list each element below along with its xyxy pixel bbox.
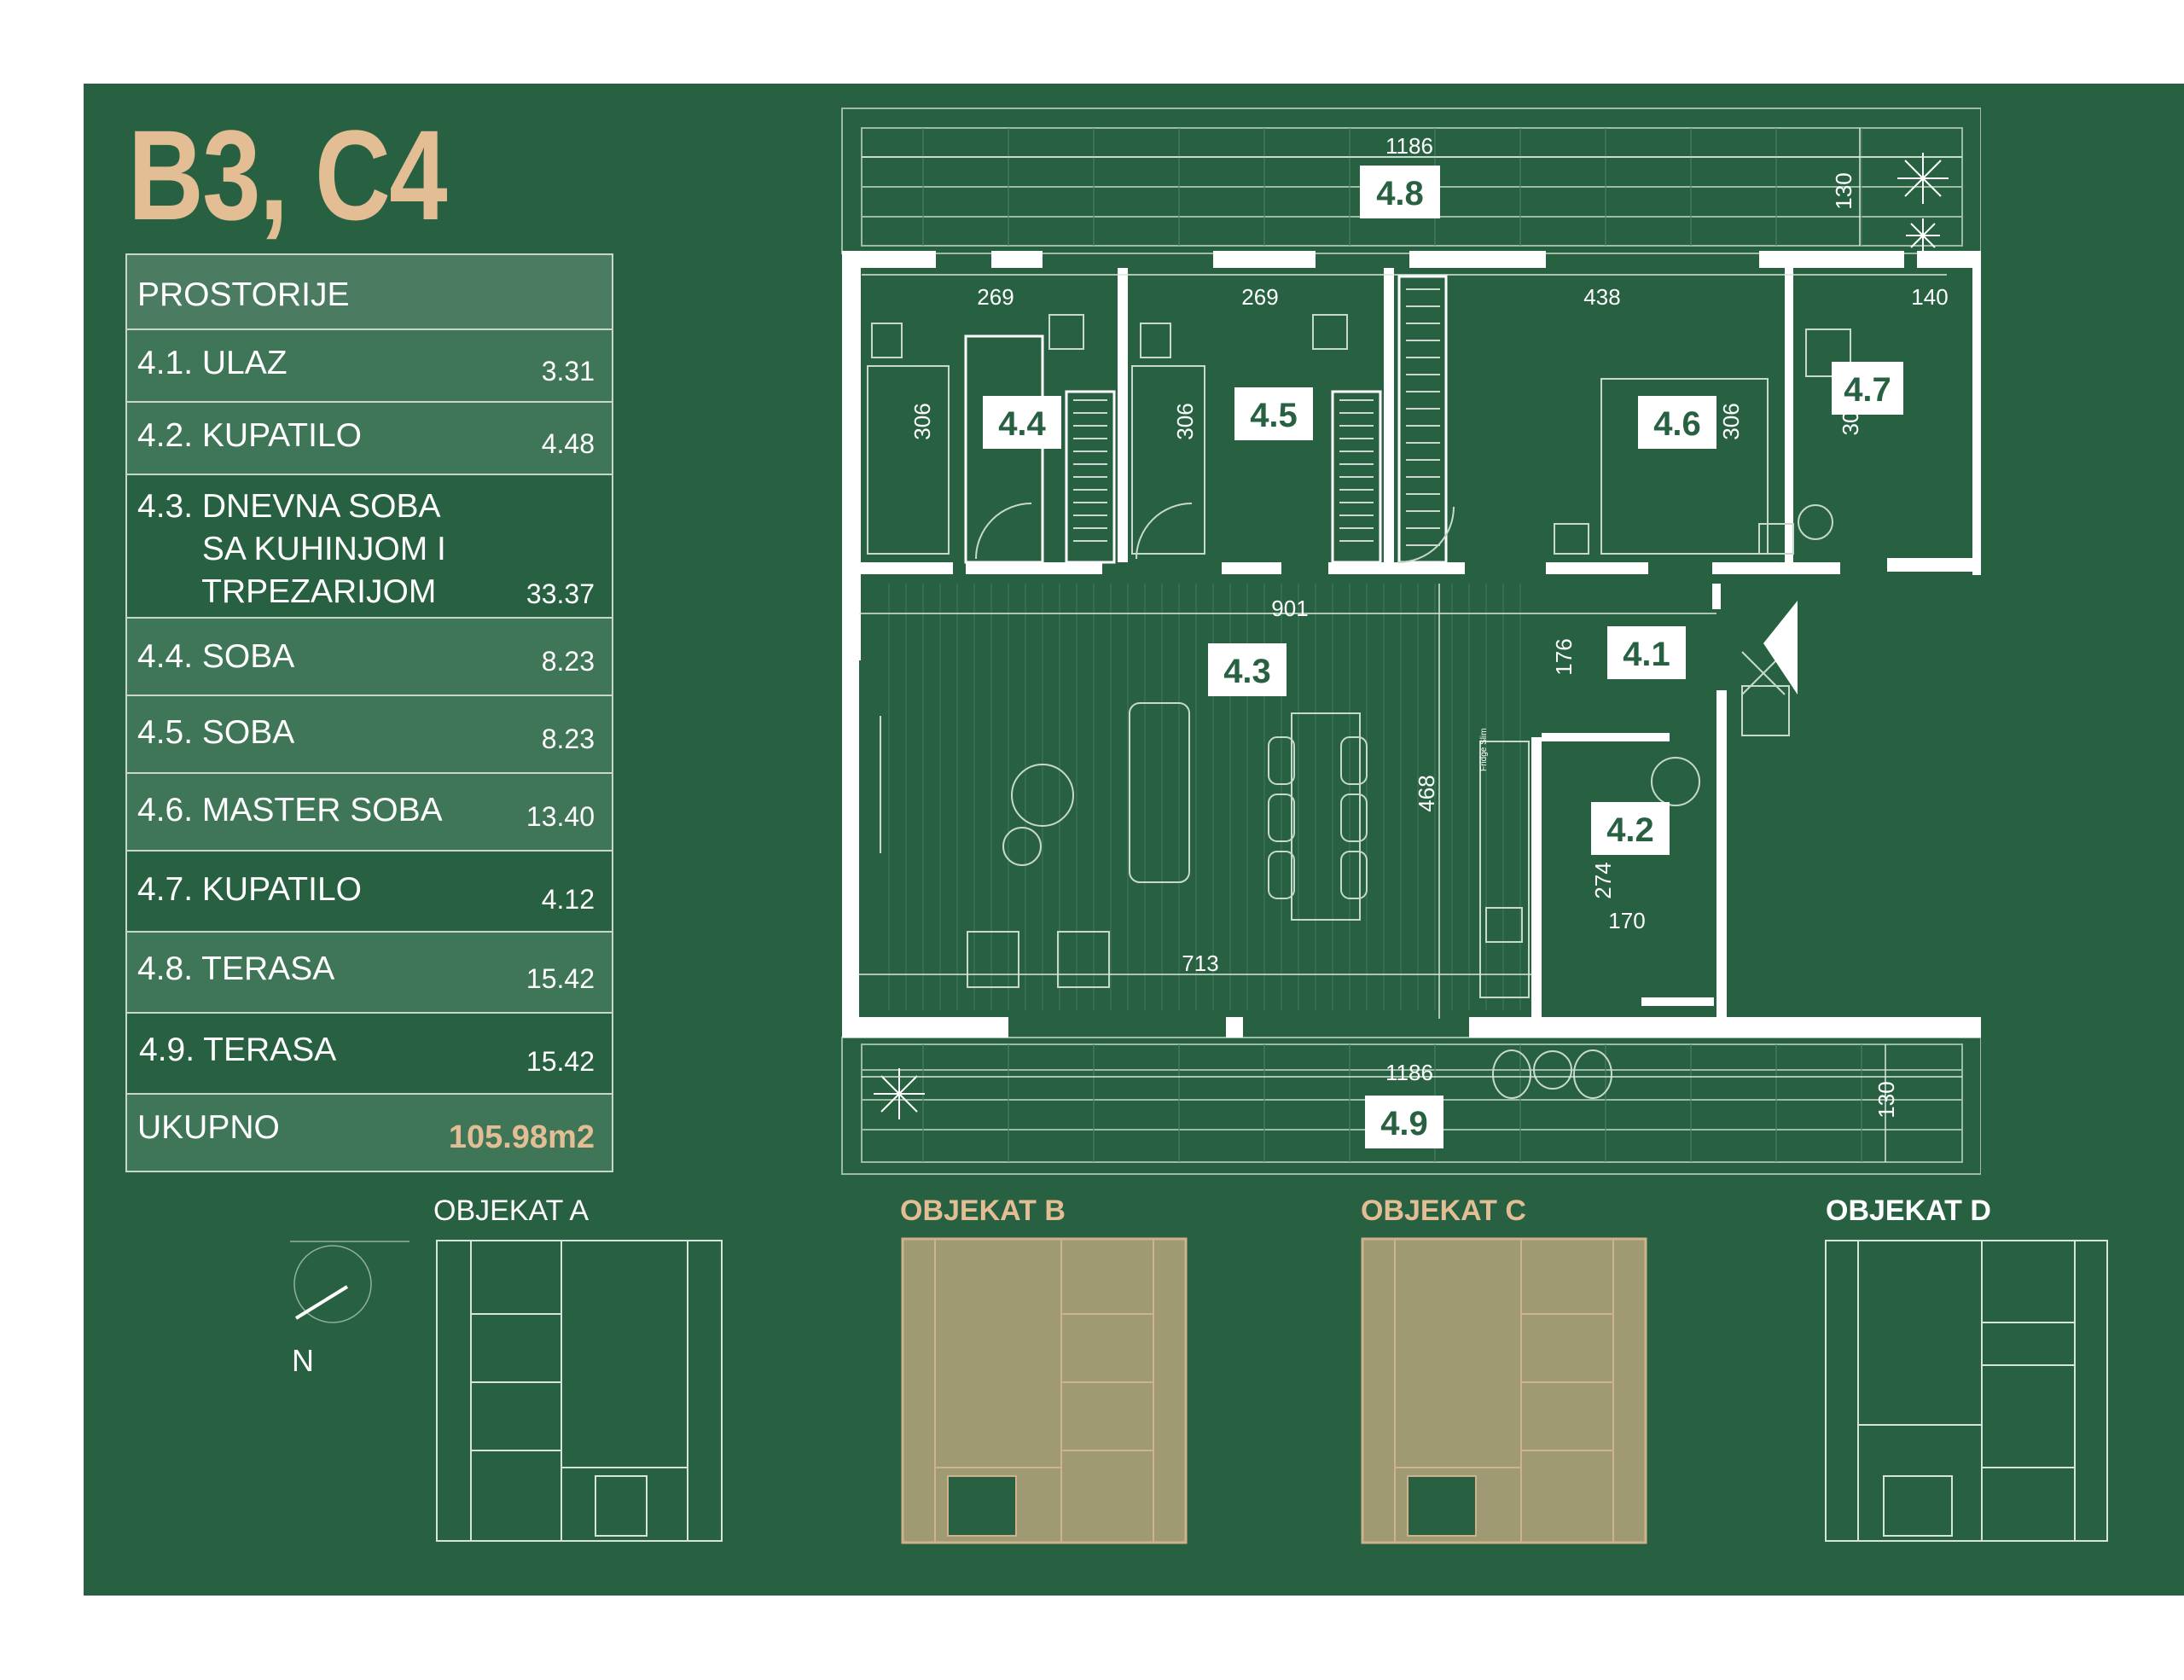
dim-living-depth: 468 (1414, 775, 1439, 811)
building-b-label: OBJEKAT B (900, 1195, 1066, 1227)
rooms-header: PROSTORIJE (127, 255, 612, 328)
room-label: 4.3. DNEVNA SOBA SA KUHINJOM I TRPEZARIJ… (137, 488, 446, 610)
rooms-table: PROSTORIJE 4.1. ULAZ 3.31 4.2. KUPATILO … (125, 253, 613, 1172)
room-row: 4.1. ULAZ 3.31 (127, 328, 612, 401)
dim-bottom-width: 1186 (1385, 1060, 1433, 1085)
room-area: 4.12 (541, 884, 595, 915)
room-tag-4-3: 4.3 (1223, 653, 1271, 690)
dim-living-width: 901 (1271, 596, 1308, 621)
room-label: 4.8. TERASA (137, 950, 335, 987)
room-label: 4.6. MASTER SOBA (137, 792, 443, 828)
room-row: 4.7. KUPATILO 4.12 (127, 850, 612, 931)
room-label: 4.4. SOBA (137, 638, 295, 675)
dim-room44-width: 269 (977, 284, 1014, 310)
dim-living-inner: 713 (1182, 950, 1218, 976)
building-a-label: OBJEKAT A (433, 1195, 590, 1227)
room-label: 4.2. KUPATILO (137, 417, 362, 454)
room-label: 4.7. KUPATILO (137, 871, 362, 908)
room-area: 13.40 (526, 801, 595, 832)
room-area: 15.42 (526, 1046, 595, 1077)
room-row: 4.9. TERASA 15.42 (127, 1012, 612, 1093)
fridge-label: Fridge Slim (1479, 728, 1489, 771)
building-a-plan (436, 1240, 723, 1542)
room-tag-4-8: 4.8 (1376, 175, 1424, 212)
room-tag-4-7: 4.7 (1844, 371, 1891, 409)
room-area: 8.23 (541, 646, 595, 677)
dim-room47-depth: 30 (1838, 411, 1863, 436)
apartment-title: B3, C4 (128, 103, 448, 247)
rooms-header-label: PROSTORIJE (137, 276, 350, 313)
room-row: 4.4. SOBA 8.23 (127, 617, 612, 695)
room-area: 33.37 (526, 578, 595, 609)
room-row: 4.5. SOBA 8.23 (127, 695, 612, 772)
dim-bath-depth: 274 (1590, 862, 1616, 898)
dim-room45-depth: 306 (1172, 403, 1198, 439)
room-tag-4-2: 4.2 (1606, 811, 1654, 849)
room-label: 4.9. TERASA (139, 1032, 337, 1068)
room-label: 4.5. SOBA (137, 714, 295, 751)
dim-top-depth: 130 (1831, 172, 1856, 209)
room-area: 15.42 (526, 963, 595, 994)
room-area: 8.23 (541, 724, 595, 754)
room-row: 4.6. MASTER SOBA 13.40 (127, 772, 612, 850)
dim-room46-depth: 306 (1718, 403, 1744, 439)
room-area: 4.48 (541, 428, 595, 459)
building-d-plan (1825, 1240, 2108, 1542)
room-label: 4.1. ULAZ (137, 345, 288, 381)
building-c-plan (1361, 1237, 1647, 1544)
room-row: 4.3. DNEVNA SOBA SA KUHINJOM I TRPEZARIJ… (127, 474, 612, 617)
building-c-label: OBJEKAT C (1361, 1195, 1526, 1227)
room-tag-4-1: 4.1 (1623, 636, 1670, 673)
room-row: 4.8. TERASA 15.42 (127, 931, 612, 1012)
room-tag-4-9: 4.9 (1380, 1105, 1428, 1142)
dim-bath-width: 170 (1608, 908, 1645, 933)
building-b-plan (901, 1237, 1188, 1544)
building-d-label: OBJEKAT D (1826, 1195, 1991, 1227)
total-row: UKUPNO 105.98m2 (127, 1093, 612, 1171)
dim-room46-width: 438 (1583, 284, 1620, 310)
dim-bottom-depth: 130 (1873, 1081, 1899, 1118)
room-area: 3.31 (541, 356, 595, 387)
dim-room45-width: 269 (1241, 284, 1278, 310)
room-row: 4.2. KUPATILO 4.48 (127, 401, 612, 474)
compass-icon (290, 1241, 410, 1323)
floor-plan: 1186 130 269 269 438 140 306 306 306 30 … (841, 108, 1981, 1175)
room-tag-4-6: 4.6 (1653, 405, 1701, 443)
total-label: UKUPNO (137, 1109, 280, 1146)
dim-top-width: 1186 (1385, 133, 1433, 159)
total-value: 105.98m2 (448, 1119, 595, 1155)
room-tag-4-4: 4.4 (998, 405, 1046, 443)
room-tag-4-5: 4.5 (1250, 397, 1298, 434)
dim-room44-depth: 306 (909, 403, 935, 439)
compass-north-label: N (292, 1343, 314, 1378)
dim-entry-depth: 176 (1551, 638, 1577, 675)
entrance-arrow-icon (1763, 601, 1798, 695)
dim-room47-width: 140 (1911, 284, 1948, 310)
